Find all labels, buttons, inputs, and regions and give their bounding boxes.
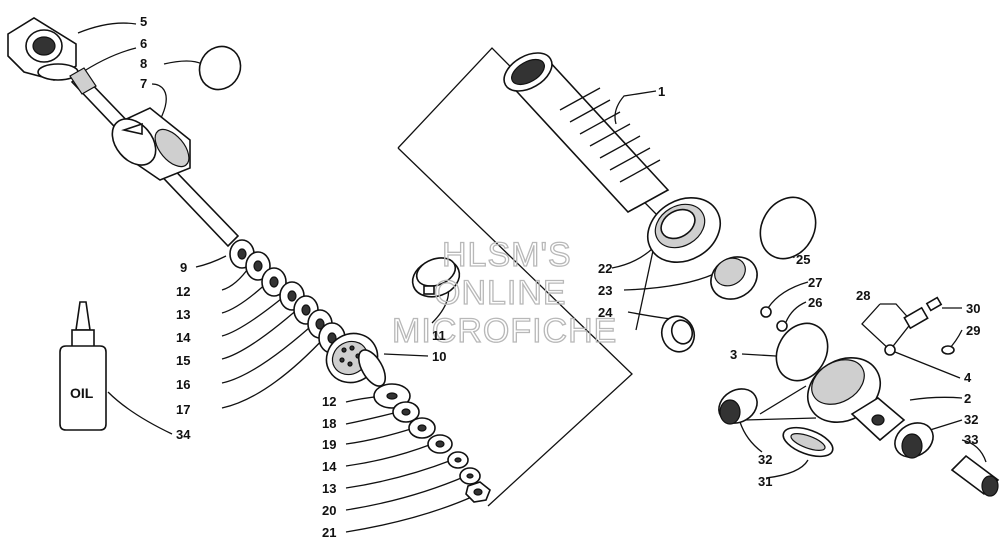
callout-13a: 13 (176, 307, 190, 322)
callout-11: 11 (432, 328, 446, 343)
callout-9: 9 (180, 260, 187, 275)
callout-23: 23 (598, 283, 612, 298)
callout-14b: 14 (322, 459, 337, 474)
callout-13b: 13 (322, 481, 336, 496)
part-end-cap (807, 357, 906, 442)
callout-28: 28 (856, 288, 870, 303)
callout-12a: 12 (176, 284, 190, 299)
part-washer-26 (776, 320, 788, 332)
callout-6: 6 (140, 36, 147, 51)
callout-27: 27 (808, 275, 822, 290)
watermark-line-3: MICROFICHE (392, 312, 617, 350)
callout-32a: 32 (758, 452, 772, 467)
part-spring-collar (647, 197, 721, 263)
callout-25: 25 (796, 252, 810, 267)
part-valve-assembly (884, 296, 955, 356)
callout-4: 4 (964, 370, 972, 385)
callout-5: 5 (140, 14, 147, 29)
part-bushing-right (894, 422, 934, 459)
part-adjuster-nut (710, 256, 758, 300)
part-o-ring-27 (760, 306, 772, 318)
part-eyelet-end (7, 17, 79, 81)
callout-33: 33 (964, 432, 978, 447)
watermark-line-1: HLSM'S (442, 236, 572, 274)
part-washer-stack-lower (373, 383, 491, 503)
callout-34: 34 (176, 427, 191, 442)
part-sleeve (950, 454, 1000, 497)
callout-8: 8 (140, 56, 147, 71)
callout-14a: 14 (176, 330, 191, 345)
part-warning-decal (782, 426, 834, 458)
callout-17: 17 (176, 402, 190, 417)
callout-3: 3 (730, 347, 737, 362)
part-ring-25 (759, 196, 817, 260)
callout-7: 7 (140, 76, 147, 91)
part-split-ring (411, 257, 461, 298)
callout-20: 20 (322, 503, 336, 518)
callout-1: 1 (658, 84, 665, 99)
callout-21: 21 (322, 525, 336, 540)
callout-31: 31 (758, 474, 772, 489)
part-seal-head (111, 107, 191, 181)
part-shock-body (503, 52, 670, 214)
watermark-line-2: ONLINE (434, 274, 567, 312)
watermark: HLSM'S ONLINE MICROFICHE (391, 235, 617, 350)
callout-12b: 12 (322, 394, 336, 409)
callout-18: 18 (322, 416, 336, 431)
part-o-ring-8 (198, 45, 242, 91)
callout-15: 15 (176, 353, 190, 368)
part-oil-bottle: OIL (59, 301, 107, 431)
callout-30: 30 (966, 301, 980, 316)
part-piston (325, 332, 387, 387)
callout-10: 10 (432, 349, 446, 364)
part-o-ring-3 (775, 322, 829, 382)
part-retaining-clip (660, 315, 696, 353)
callout-29: 29 (966, 323, 980, 338)
leader-lines (77, 22, 987, 533)
parts: OIL (7, 17, 1000, 503)
callout-32b: 32 (964, 412, 978, 427)
callout-24: 24 (598, 305, 613, 320)
callout-19: 19 (322, 437, 336, 452)
callout-22: 22 (598, 261, 612, 276)
callout-numbers: 5 6 8 7 9 12 13 14 15 16 17 11 10 12 18 … (140, 14, 980, 540)
callout-16: 16 (176, 377, 190, 392)
part-bushing-left (718, 388, 758, 425)
callout-26: 26 (808, 295, 822, 310)
callout-2: 2 (964, 391, 971, 406)
oil-label: OIL (70, 385, 94, 401)
part-washer-stack-upper (229, 239, 346, 354)
